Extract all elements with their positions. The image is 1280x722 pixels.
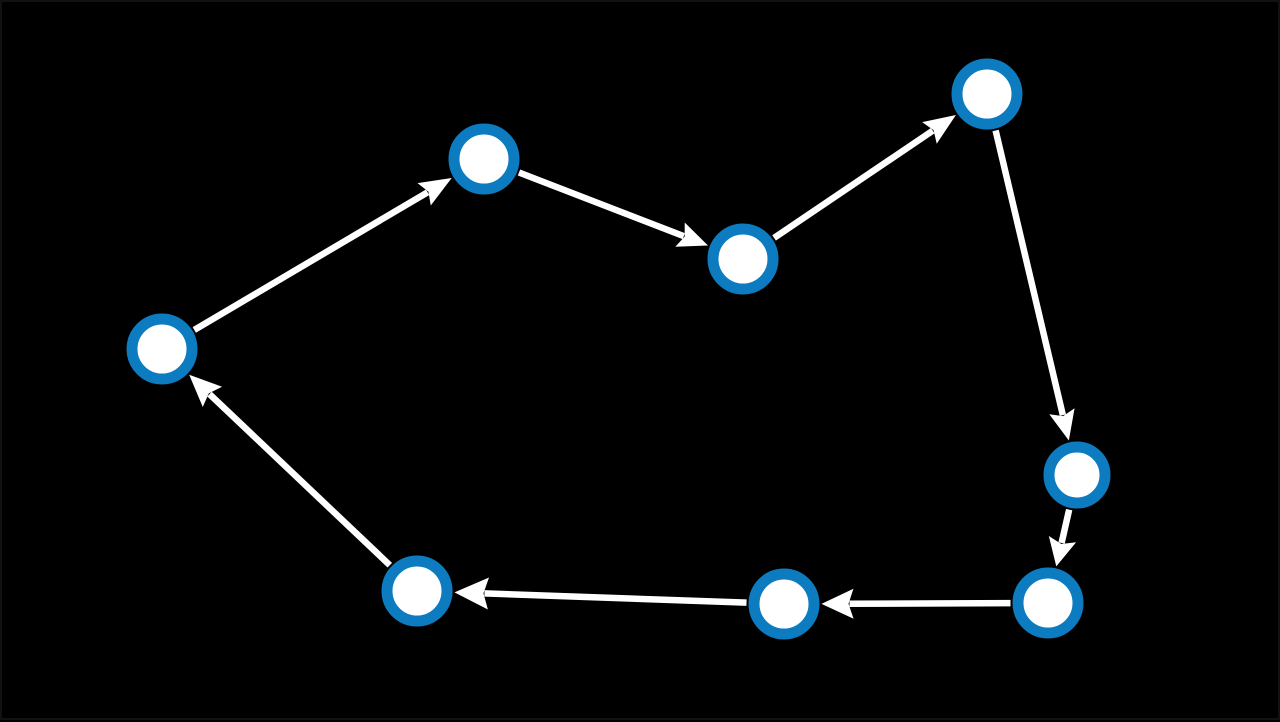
node-circle [448, 123, 520, 195]
edges-layer [189, 115, 1077, 619]
node-circle [381, 555, 453, 627]
arrowhead-icon [821, 588, 854, 619]
arrowhead-icon [454, 577, 490, 610]
graph-node[interactable] [951, 58, 1023, 130]
edge-line [517, 169, 685, 240]
graph-node[interactable] [126, 313, 198, 385]
graph-node[interactable] [1012, 567, 1084, 639]
edge-line [484, 590, 747, 606]
graph-edge[interactable] [992, 129, 1075, 441]
node-circle [951, 58, 1023, 130]
graph-edge[interactable] [772, 115, 956, 241]
arrowhead-icon [417, 178, 452, 206]
node-circle [126, 313, 198, 385]
edge-line [192, 189, 430, 333]
graph-edge[interactable] [1048, 508, 1077, 567]
node-circle [707, 223, 779, 295]
edge-line [849, 599, 1011, 607]
node-circle [1043, 441, 1111, 509]
arrowhead-icon [1049, 408, 1075, 441]
arrowhead-icon [1048, 536, 1077, 567]
node-circle [1012, 567, 1084, 639]
node-circle [748, 568, 820, 640]
arrowhead-icon [189, 374, 223, 407]
arrowhead-icon [675, 222, 709, 247]
edge-line [772, 127, 935, 241]
graph-node[interactable] [748, 568, 820, 640]
graph-node[interactable] [448, 123, 520, 195]
nodes-layer [126, 58, 1111, 640]
graph-node[interactable] [707, 223, 779, 295]
arrowhead-icon [922, 115, 956, 144]
graph-edge[interactable] [189, 374, 393, 568]
edge-line [207, 391, 393, 568]
edge-line [992, 129, 1067, 416]
graph-edge[interactable] [517, 169, 709, 247]
graph-edge[interactable] [454, 577, 747, 610]
graph-node[interactable] [1043, 441, 1111, 509]
graph-node[interactable] [381, 555, 453, 627]
graph-edge[interactable] [821, 588, 1011, 619]
graph-edge[interactable] [192, 178, 452, 333]
edge-line [1058, 508, 1073, 544]
